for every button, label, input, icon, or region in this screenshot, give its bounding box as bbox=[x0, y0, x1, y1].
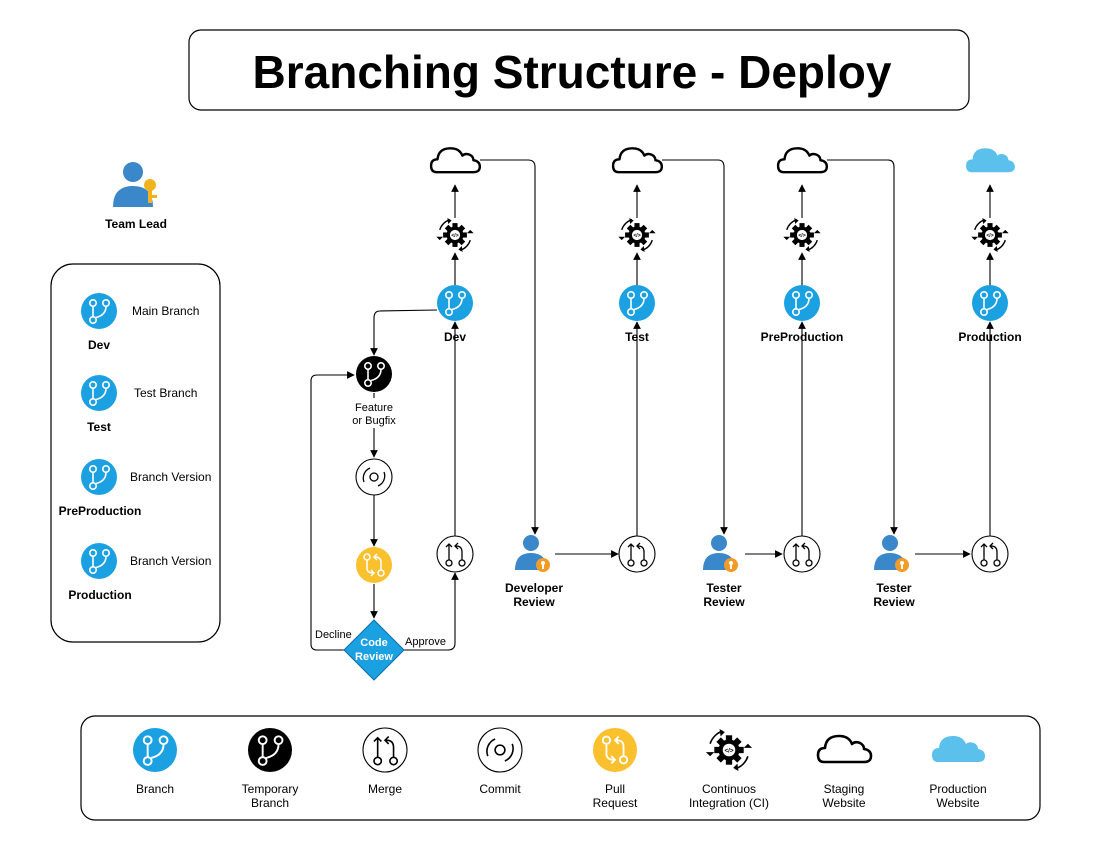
staging-cloud-icon bbox=[611, 147, 664, 174]
legend-label: Pull bbox=[605, 782, 625, 796]
title-box bbox=[188, 29, 970, 111]
sidebar-branch-icon-dev bbox=[81, 293, 117, 329]
merge-icon bbox=[971, 535, 1009, 573]
feature-label-2: or Bugfix bbox=[352, 415, 396, 427]
branch-icon-production bbox=[972, 285, 1008, 321]
reviewer-1-label-2: Review bbox=[513, 595, 555, 609]
merge-icon bbox=[618, 535, 656, 573]
svg-text:</>: </> bbox=[986, 233, 993, 239]
sidebar-item-desc: Branch Version bbox=[130, 554, 211, 568]
legend-label-2: Website bbox=[936, 796, 979, 810]
sidebar-item-desc: Test Branch bbox=[134, 386, 197, 400]
connector-line bbox=[310, 371, 355, 651]
commit-icon bbox=[355, 458, 393, 496]
reviewer-2-label-2: Review bbox=[703, 595, 745, 609]
legend-label-2: Integration (CI) bbox=[689, 796, 769, 810]
svg-text:</>: </> bbox=[724, 748, 733, 755]
ci-gear-icon: </> bbox=[436, 218, 474, 252]
branch-icon-test bbox=[619, 285, 655, 321]
reviewer-2-label-1: Tester bbox=[706, 581, 741, 595]
svg-text:</>: </> bbox=[451, 233, 458, 239]
sidebar-branch-icon-production bbox=[81, 543, 117, 579]
merge-icon bbox=[783, 535, 821, 573]
ci-gear-icon: </> bbox=[971, 218, 1009, 252]
legend-label-2: Website bbox=[822, 796, 865, 810]
icon-legend bbox=[80, 715, 1041, 821]
sidebar-item-desc: Branch Version bbox=[130, 470, 211, 484]
ci-gear-icon: </> bbox=[618, 218, 656, 252]
connector-line bbox=[370, 309, 438, 356]
legend-branch-icon bbox=[133, 728, 177, 772]
sidebar-branch-icon-test bbox=[81, 375, 117, 411]
code-review-diamond: Code Review bbox=[343, 619, 405, 681]
connector-line bbox=[662, 159, 728, 535]
legend-label: Merge bbox=[368, 782, 402, 796]
staging-cloud-icon bbox=[429, 147, 482, 174]
sidebar-item-name: Test bbox=[87, 420, 111, 434]
team-lead-icon bbox=[113, 162, 157, 207]
legend-label: Commit bbox=[479, 782, 521, 796]
column-label-preproduction: PreProduction bbox=[761, 330, 844, 344]
sidebar-item-desc: Main Branch bbox=[132, 304, 199, 318]
legend-label: Temporary bbox=[242, 782, 299, 796]
legend-label: Staging bbox=[824, 782, 865, 796]
svg-text:</>: </> bbox=[633, 233, 640, 239]
pull-request-icon bbox=[356, 547, 392, 583]
legend-label-2: Request bbox=[593, 796, 638, 810]
tester-reviewer-icon bbox=[874, 535, 909, 572]
staging-cloud-icon bbox=[776, 147, 829, 174]
developer-reviewer-icon bbox=[515, 535, 550, 572]
code-review-label-1: Code bbox=[360, 637, 388, 649]
reviewer-3-label-2: Review bbox=[873, 595, 915, 609]
reviewer-1-label-1: Developer bbox=[505, 581, 563, 595]
legend-production-cloud-icon bbox=[932, 736, 985, 762]
feature-label-1: Feature bbox=[355, 402, 393, 414]
branch-icon-dev bbox=[437, 285, 473, 321]
legend-label: Branch bbox=[136, 782, 174, 796]
legend-commit-icon bbox=[477, 727, 523, 773]
legend-staging-cloud-icon bbox=[816, 734, 873, 764]
tester-reviewer-icon bbox=[703, 535, 738, 572]
merge-icon bbox=[436, 535, 474, 573]
connector-line bbox=[827, 159, 898, 535]
sidebar-item-name: Production bbox=[68, 588, 131, 602]
temporary-branch-icon bbox=[356, 356, 392, 392]
legend-label: Production bbox=[929, 782, 986, 796]
branch-sidebar bbox=[50, 263, 221, 643]
svg-text:</>: </> bbox=[798, 233, 805, 239]
team-lead-label: Team Lead bbox=[105, 217, 167, 231]
ci-gear-icon: </> bbox=[783, 218, 821, 252]
sidebar-branch-icon-preproduction bbox=[81, 459, 117, 495]
connector-line bbox=[404, 572, 459, 651]
legend-label: Continuos bbox=[702, 782, 756, 796]
branch-icon-preproduction bbox=[784, 285, 820, 321]
column-label-dev: Dev bbox=[444, 330, 466, 344]
legend-merge-icon bbox=[362, 727, 408, 773]
production-cloud-icon bbox=[966, 148, 1015, 173]
reviewer-3-label-1: Tester bbox=[876, 581, 911, 595]
legend-label-2: Branch bbox=[251, 796, 289, 810]
approve-label: Approve bbox=[405, 636, 446, 648]
column-label-production: Production bbox=[958, 330, 1021, 344]
page-title: Branching Structure - Deploy bbox=[253, 46, 892, 98]
sidebar-item-name: Dev bbox=[88, 338, 110, 352]
column-label-test: Test bbox=[625, 330, 649, 344]
legend-pull-request-icon bbox=[593, 728, 637, 772]
code-review-label-2: Review bbox=[355, 651, 393, 663]
decline-label: Decline bbox=[315, 629, 352, 641]
connector-line bbox=[480, 159, 539, 535]
legend-temporary-branch-icon bbox=[248, 728, 292, 772]
sidebar-item-name: PreProduction bbox=[59, 504, 142, 518]
